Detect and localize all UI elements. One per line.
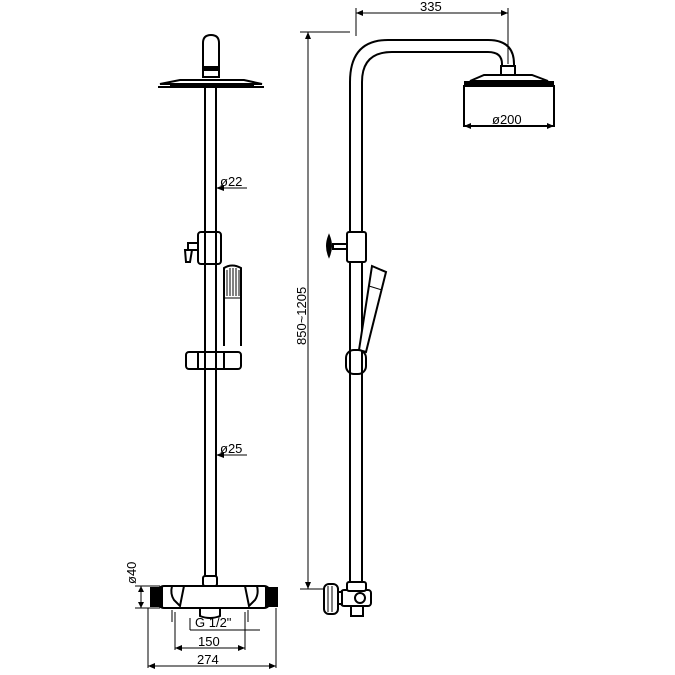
side-view: 335 ø200 850~1205: [294, 0, 555, 617]
front-vertical-rail: [204, 87, 217, 584]
overall-width-dimension: 274: [147, 608, 277, 669]
arm-reach-dimension: 335: [355, 0, 509, 64]
head-diameter-label: ø200: [492, 112, 522, 127]
side-hand-shower: [357, 264, 388, 354]
arm-reach-label: 335: [420, 0, 442, 14]
side-diverter: [326, 231, 367, 263]
riser-diameter-label: ø22: [220, 174, 242, 189]
front-thermostatic-valve: [150, 575, 278, 622]
lower-rail-diameter-label: ø25: [220, 441, 242, 456]
riser-diameter-dimension: ø22: [216, 174, 247, 191]
front-shower-head: [158, 33, 264, 88]
side-valve: [323, 581, 372, 617]
height-range-dimension: 850~1205: [294, 31, 350, 590]
inlet-spacing-label: 150: [198, 634, 220, 649]
front-diverter-coupling: [183, 231, 222, 265]
height-range-label: 850~1205: [294, 287, 309, 345]
body-diameter-label: ø40: [124, 562, 139, 584]
head-diameter-dimension: ø200: [464, 112, 554, 129]
inlet-thread-label: G 1/2": [195, 615, 232, 630]
side-slider: [345, 349, 367, 375]
front-slider-bracket: [185, 351, 242, 370]
inlet-thread-dimension: G 1/2": [189, 615, 260, 631]
overall-width-label: 274: [197, 652, 219, 667]
lower-rail-diameter-dimension: ø25: [216, 441, 247, 458]
front-view: ø22: [124, 33, 278, 669]
inlet-spacing-dimension: 150: [174, 612, 246, 651]
front-hand-shower: [223, 264, 242, 346]
